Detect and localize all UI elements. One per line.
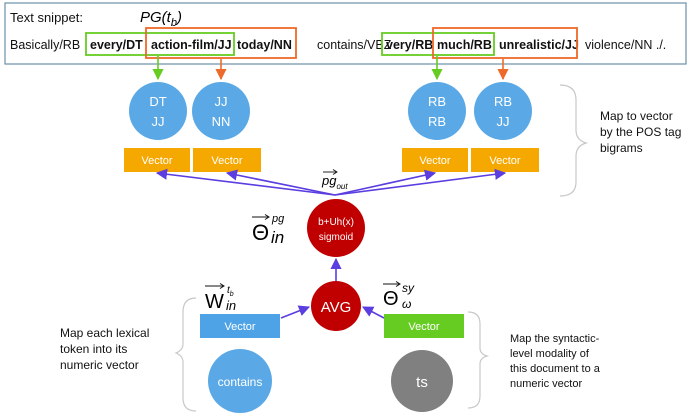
vector-box-2: Vector [193, 148, 261, 172]
svg-text:Vector: Vector [141, 155, 173, 167]
pos-note-line-1: Map to vector [600, 109, 673, 123]
arrow-to-vector-1 [155, 168, 336, 196]
svg-text:Vector: Vector [211, 155, 243, 167]
bigram-node-jj-nn: JJ NN [192, 82, 250, 140]
snippet-label: Text snippet: [10, 10, 83, 25]
sigmoid-node: b+Uh(x) sigmoid [307, 199, 365, 257]
pg-label: PG(tb) [140, 9, 182, 29]
pos-note-line-2: by the POS tag [600, 125, 681, 139]
theta-in-sup: pg [271, 213, 285, 225]
vector-box-1: Vector [124, 148, 190, 172]
vector-box-lexical: Vector [200, 314, 280, 338]
bigram-node-dt-jj: DT JJ [129, 82, 187, 140]
lexical-note-line-2: token into its [60, 342, 127, 356]
syntactic-note-line-1: Map the syntactic- [510, 333, 600, 345]
syntactic-note-line-4: numeric vector [510, 378, 582, 390]
svg-text:RB: RB [428, 114, 446, 129]
theta-in-label: Θ [252, 220, 269, 245]
svg-text:JJ: JJ [497, 114, 510, 129]
theta-in-sub: in [271, 228, 284, 247]
svg-text:JJ: JJ [215, 94, 228, 109]
svg-text:NN: NN [212, 114, 231, 129]
token-unrealistic: unrealistic/JJ [499, 38, 579, 52]
token-basically: Basically/RB [10, 38, 80, 52]
theta-w-label: Θ [383, 288, 399, 310]
svg-text:JJ: JJ [152, 114, 165, 129]
svg-text:b+Uh(x): b+Uh(x) [318, 217, 354, 228]
svg-text:AVG: AVG [321, 299, 352, 316]
svg-text:sigmoid: sigmoid [319, 232, 353, 243]
arrow-to-vector-4 [334, 168, 507, 196]
pg-out-label: pgout [321, 173, 348, 191]
token-much: much/RB [437, 38, 492, 52]
vector-box-3: Vector [402, 148, 468, 172]
token-every: every/DT [90, 38, 143, 52]
bigram-node-rb-jj: RB JJ [474, 82, 532, 140]
svg-text:RB: RB [494, 94, 512, 109]
bigram-box-very-much [381, 32, 495, 56]
bigram-node-rb-rb: RB RB [408, 82, 466, 140]
vector-box-4: Vector [471, 148, 539, 172]
svg-text:RB: RB [428, 94, 446, 109]
token-contains: contains/VBZ [317, 38, 392, 52]
arrow-lexical-to-avg [280, 305, 311, 319]
vector-box-syntactic: Vector [384, 314, 464, 338]
lexical-bracket [174, 297, 197, 412]
theta-w-sup: sy [402, 281, 415, 295]
arrow-to-vector-3 [334, 169, 437, 196]
syntactic-note-line-3: this document to a [510, 363, 601, 375]
pos-note-line-3: bigrams [600, 141, 643, 155]
lexical-note-line-3: numeric vector [60, 358, 139, 372]
token-violence: violence/NN ./. [585, 38, 666, 52]
syntactic-bracket [467, 311, 490, 409]
w-in-sup: tb [227, 285, 234, 298]
theta-w-sub: ω [402, 297, 411, 311]
svg-text:contains: contains [218, 375, 263, 389]
svg-text:Vector: Vector [408, 321, 440, 333]
token-action-film: action-film/JJ [151, 38, 232, 52]
token-today: today/NN [237, 38, 292, 52]
svg-text:DT: DT [149, 94, 166, 109]
bigram-box-every-action [85, 32, 235, 56]
arrow-syntactic-to-avg [362, 306, 385, 319]
arrow-to-vector-2 [225, 169, 336, 196]
syntactic-note-line-2: level modality of [510, 348, 590, 360]
lexical-note-line-1: Map each lexical [60, 326, 149, 340]
avg-node: AVG [311, 281, 361, 331]
token-very: very/RB [386, 38, 433, 52]
svg-text:Vector: Vector [489, 155, 521, 167]
pos-bracket [559, 84, 589, 197]
contains-node: contains [208, 349, 272, 413]
bigram-box-action-today [145, 27, 297, 59]
ts-node: ts [391, 350, 453, 412]
svg-text:ts: ts [416, 374, 428, 391]
svg-text:Vector: Vector [419, 155, 451, 167]
w-in-sub: in [226, 298, 236, 313]
bigram-box-much-unrealistic [432, 27, 578, 59]
w-in-label: W [205, 291, 224, 313]
svg-text:Vector: Vector [224, 321, 256, 333]
